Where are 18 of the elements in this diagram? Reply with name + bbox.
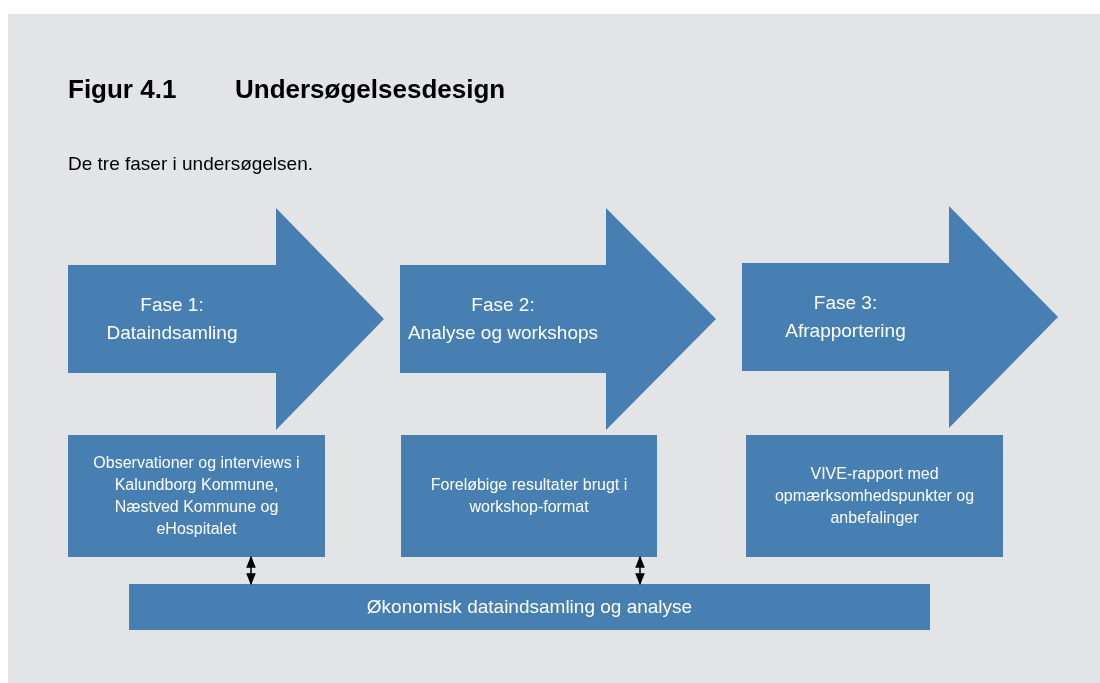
phase-label: Dataindsamling bbox=[105, 321, 239, 345]
double-arrow bbox=[635, 555, 645, 586]
arrow-shape bbox=[742, 206, 1058, 428]
process-bar: Økonomisk dataindsamling og analyse bbox=[129, 584, 930, 630]
figure-title: Undersøgelsesdesign bbox=[235, 74, 506, 105]
process-box: VIVE-rapport med opmærksomhedspunkter og anbefalinger bbox=[746, 435, 1003, 557]
process-box: Observationer og interviews i Kalundborg Kommune, Næstved Kommune og eHospitalet bbox=[68, 435, 325, 557]
phase-label: Fase 3: bbox=[812, 291, 879, 315]
phase-label: Analyse og workshops bbox=[406, 321, 600, 345]
phase-label: Fase 1: bbox=[139, 293, 205, 317]
figure-number: Figur 4.1 bbox=[68, 74, 177, 105]
phase-label: Fase 2: bbox=[470, 293, 536, 317]
process-box: Foreløbige resultater brugt i workshop-format bbox=[401, 435, 657, 557]
figure-caption: De tre faser i undersøgelsen. bbox=[68, 153, 313, 175]
double-arrow bbox=[246, 555, 256, 586]
arrow-shape bbox=[68, 208, 384, 430]
phase-label: Afrapportering bbox=[784, 319, 907, 343]
arrow-shape bbox=[400, 208, 716, 430]
